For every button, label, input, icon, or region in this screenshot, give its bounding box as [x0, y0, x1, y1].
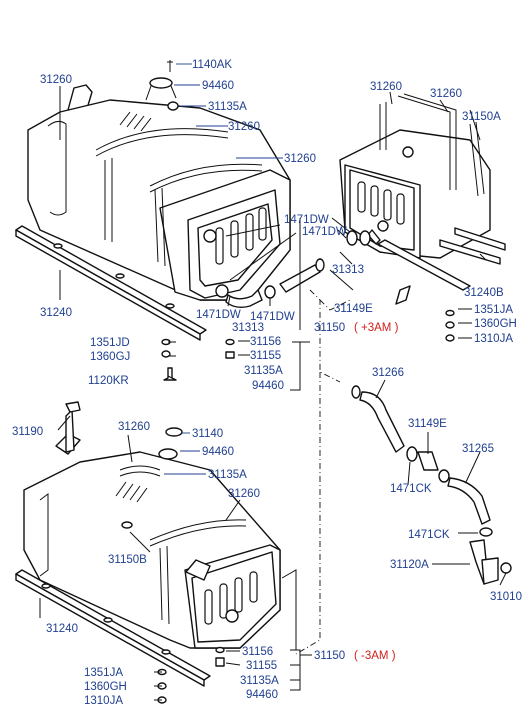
label-31135A-bot2: 31135A: [240, 675, 279, 687]
label-31313-b: 31313: [332, 264, 364, 276]
label-31149E-mid: 31149E: [408, 418, 447, 430]
label-31140: 31140: [192, 428, 223, 440]
label-94460-bot: 94460: [202, 446, 234, 458]
label-1471DW-d: 1471DW: [250, 311, 295, 323]
part-labels: 1140AK 94460 31135A 31260 31260 31260 31…: [12, 59, 522, 707]
label-1471DW-a: 1471DW: [284, 214, 329, 226]
label-31260-bot-b: 31260: [228, 488, 260, 500]
label-31155-bot: 31155: [246, 660, 277, 672]
label-31240-bot: 31240: [46, 623, 78, 635]
label-1471DW-b: 1471DW: [302, 226, 347, 238]
fuel-tank-upper: [27, 77, 325, 309]
fuel-hose-assembly: [351, 385, 512, 585]
label-1471CK-b: 1471CK: [408, 529, 450, 541]
label-31149E-top: 31149E: [334, 303, 373, 315]
label-31135A-bot: 31135A: [208, 469, 247, 481]
frame-rail-upper: [15, 225, 207, 341]
label-94460-top: 94460: [202, 80, 234, 92]
label-31260-top-c: 31260: [284, 153, 316, 165]
label-31156-bot: 31156: [242, 646, 273, 658]
label-31260-right-b: 31260: [430, 88, 462, 100]
label-1351JA-bot: 1351JA: [84, 667, 123, 679]
label-1471CK-a: 1471CK: [390, 483, 432, 495]
label-1360GH-bot: 1360GH: [84, 681, 127, 693]
label-1140AK: 1140AK: [192, 59, 232, 71]
label-31260-bot-a: 31260: [118, 421, 150, 433]
label-31260-top-a: 31260: [40, 74, 72, 86]
label-31150-bot: 31150: [314, 650, 345, 662]
label-31155-top: 31155: [250, 350, 281, 362]
label-1351JD: 1351JD: [90, 337, 130, 349]
label-1351JA-right: 1351JA: [474, 304, 513, 316]
label-31240-top: 31240: [40, 307, 72, 319]
label-3AM-minus: ( -3AM ): [354, 650, 396, 662]
label-31156-top: 31156: [250, 336, 281, 348]
label-31313-a: 31313: [232, 322, 264, 334]
label-1471DW-c: 1471DW: [196, 309, 241, 321]
label-31135A-top: 31135A: [208, 101, 247, 113]
label-1360GJ: 1360GJ: [90, 351, 130, 363]
label-1310JA-right: 1310JA: [474, 333, 513, 345]
label-31265: 31265: [462, 443, 494, 455]
label-31266: 31266: [372, 367, 404, 379]
label-31150-top: 31150: [314, 322, 345, 334]
label-31150B: 31150B: [108, 554, 147, 566]
fuel-tank-aux: [339, 93, 491, 259]
label-31240B: 31240B: [464, 287, 504, 299]
leader-lines: [39, 63, 507, 701]
label-1310JA-bot: 1310JA: [84, 695, 123, 707]
label-31120A: 31120A: [390, 559, 429, 571]
frame-rail-lower: [15, 569, 211, 687]
frame-rail-aux: [377, 227, 506, 305]
label-31150A: 31150A: [462, 111, 501, 123]
label-94460-bot2: 94460: [246, 689, 278, 701]
label-31260-top-b: 31260: [228, 121, 260, 133]
label-31135A-mid: 31135A: [244, 365, 283, 377]
fuel-tank-lower: [23, 409, 281, 649]
label-1120KR: 1120KR: [88, 375, 129, 387]
label-31190: 31190: [12, 426, 43, 438]
label-3AM-plus: ( +3AM ): [354, 322, 399, 334]
label-94460-mid: 94460: [252, 380, 284, 392]
label-31010: 31010: [490, 591, 522, 603]
label-31260-right-a: 31260: [370, 81, 402, 93]
label-1360GH-right: 1360GH: [474, 318, 517, 330]
